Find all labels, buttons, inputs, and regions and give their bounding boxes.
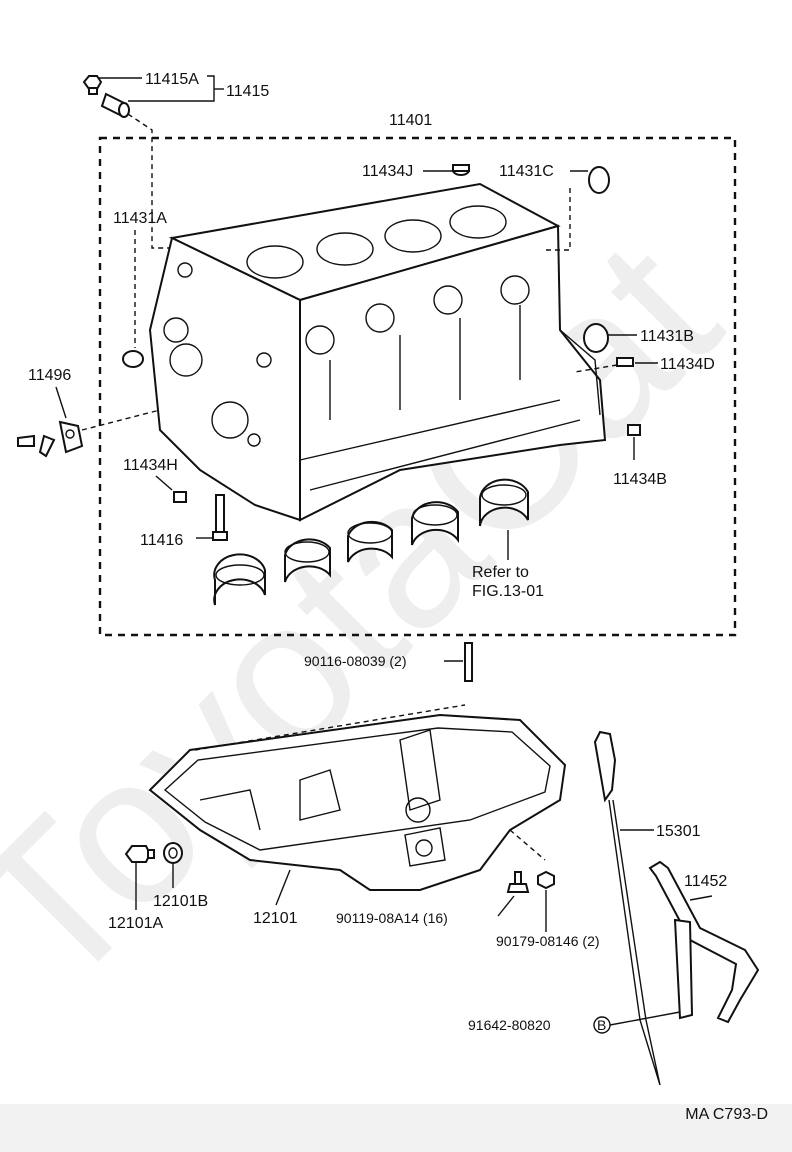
dipstick-guide-11452 xyxy=(648,860,760,1024)
bearing-3 xyxy=(347,520,393,563)
plug-11415A xyxy=(82,75,103,95)
label-11434H: 11434H xyxy=(123,457,178,474)
label-11431C: 11431C xyxy=(499,163,554,180)
label-15301: 15301 xyxy=(656,823,701,840)
label-11415A: 11415A xyxy=(145,71,199,88)
label-11415: 11415 xyxy=(226,83,269,100)
plug-11434J xyxy=(452,164,470,176)
gasket-12101B xyxy=(163,842,183,864)
label-11434J: 11434J xyxy=(362,163,413,180)
label-11434D: 11434D xyxy=(660,356,715,373)
b-marker-label: B xyxy=(597,1017,606,1033)
pin-11434B xyxy=(627,424,641,436)
bracket-11496 xyxy=(17,420,84,458)
label-11431B: 11431B xyxy=(640,328,694,345)
nut-90179 xyxy=(537,870,555,890)
plug-11431A xyxy=(122,350,144,368)
label-11401: 11401 xyxy=(389,112,432,129)
label-11452: 11452 xyxy=(684,873,727,890)
pin-11434D xyxy=(616,357,634,367)
cylinder-block xyxy=(148,182,607,522)
oil-pan-12101 xyxy=(148,713,567,891)
label-refer-to: Refer to xyxy=(472,564,529,581)
label-90119: 90119-08A14 (16) xyxy=(336,910,448,926)
group-bracket-11415 xyxy=(207,75,215,102)
block-assembly-box xyxy=(98,136,737,637)
bearing-1 xyxy=(213,553,266,606)
label-11431A: 11431A xyxy=(113,210,167,227)
bolt-11416 xyxy=(212,494,228,541)
label-91642: 91642-80820 xyxy=(468,1017,551,1033)
bolt-90119 xyxy=(506,871,530,893)
label-11496: 11496 xyxy=(28,367,71,384)
label-11416: 11416 xyxy=(140,532,183,549)
label-fig-ref: FIG.13-01 xyxy=(472,583,544,600)
drain-plug-12101A xyxy=(124,845,155,863)
plug-11431B xyxy=(583,323,609,353)
label-11434B: 11434B xyxy=(613,471,667,488)
bearing-2 xyxy=(284,538,331,583)
footer-bar xyxy=(0,1104,792,1152)
label-12101B: 12101B xyxy=(153,893,208,910)
diagram-code: MA C793-D xyxy=(685,1106,768,1123)
pin-11434H xyxy=(173,491,187,503)
plug-11431C xyxy=(588,166,610,194)
label-12101A: 12101A xyxy=(108,915,163,932)
bearing-4 xyxy=(411,501,459,546)
pipe-11415 xyxy=(100,92,130,118)
bearing-set xyxy=(213,478,529,606)
label-90179: 90179-08146 (2) xyxy=(496,933,600,949)
bearing-5 xyxy=(479,478,529,527)
stud-90116 xyxy=(464,642,473,682)
label-90116: 90116-08039 (2) xyxy=(304,653,406,669)
label-12101: 12101 xyxy=(253,910,298,927)
